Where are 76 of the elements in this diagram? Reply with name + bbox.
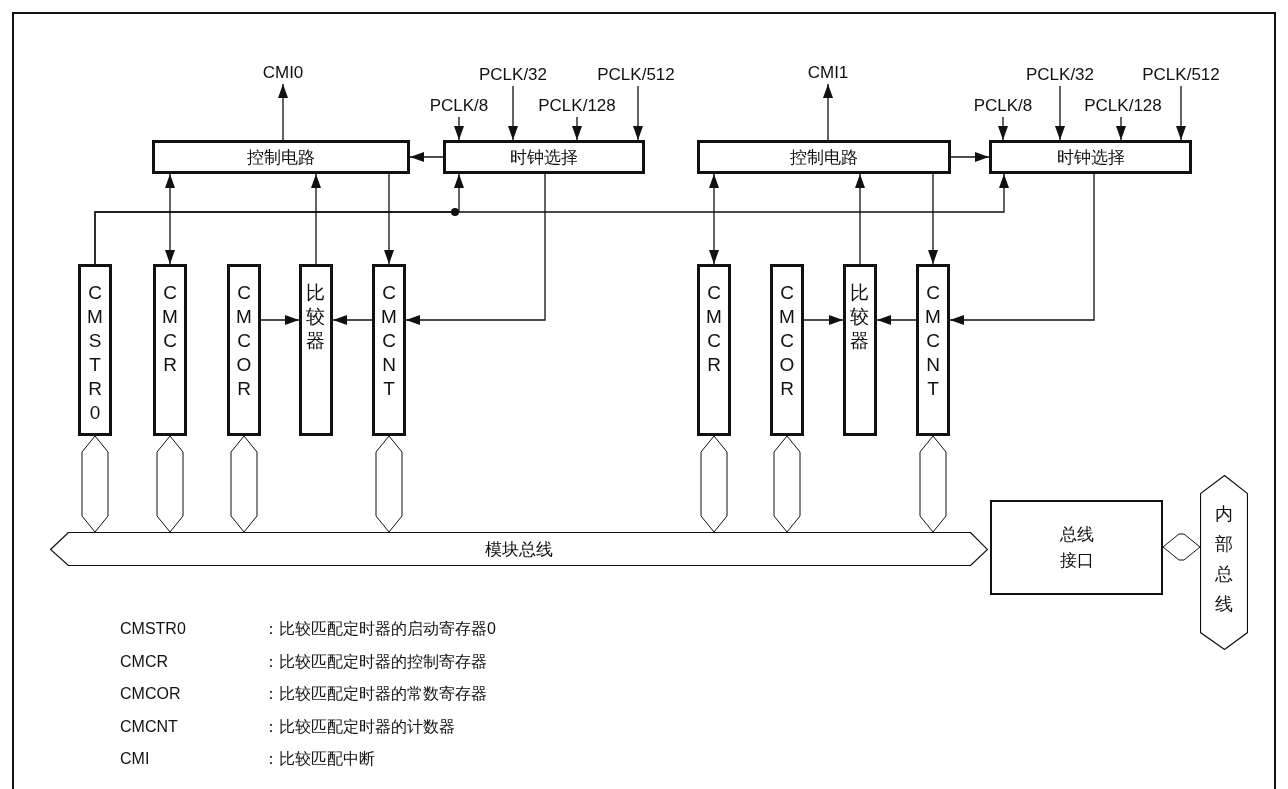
signal-label: PCLK/8 [414, 95, 504, 117]
arrow [928, 173, 938, 265]
arrow [409, 152, 444, 162]
arrow [405, 173, 546, 325]
term-text: CMCOR [120, 684, 181, 704]
block-label: 模块总线 [484, 539, 554, 561]
bus-arrow [156, 435, 184, 533]
definition-text: ：比较匹配定时器的控制寄存器 [263, 651, 487, 672]
bus-arrow [375, 435, 403, 533]
double-arrow [165, 173, 175, 265]
register-box [843, 264, 877, 436]
block-label: CMSTR0 [86, 281, 104, 425]
definition-text: ：比较匹配定时器的启动寄存器0 [263, 619, 496, 639]
bus-arrow [230, 435, 258, 533]
arrow [1055, 85, 1065, 141]
signal-label: PCLK/32 [1013, 64, 1107, 86]
block-box [443, 140, 645, 174]
arrow [454, 116, 464, 141]
arrow [855, 173, 865, 265]
block-label: 总线接口 [1058, 523, 1095, 572]
arrow [508, 85, 518, 141]
signal-label: CMI0 [253, 62, 313, 84]
arrow [260, 315, 300, 325]
bus-arrow [700, 435, 728, 533]
block-label: 时钟选择 [510, 146, 578, 169]
arrow [823, 83, 833, 141]
definition-text: ：比较匹配中断 [263, 749, 375, 769]
arrow [94, 173, 1009, 265]
block-label: CMCNT [924, 281, 942, 401]
block-box [697, 140, 951, 174]
block-label: CMCNT [380, 281, 398, 401]
double-arrow [709, 173, 719, 265]
term-text: CMI [120, 749, 150, 769]
block-label: CMCR [161, 281, 179, 377]
register-box [299, 264, 333, 436]
block-label: 控制电路 [790, 146, 858, 169]
bus-arrow [1162, 533, 1201, 561]
block-label: 比较器 [305, 281, 327, 353]
bus-arrow [773, 435, 801, 533]
definition-text: ：比较匹配定时器的常数寄存器 [263, 684, 487, 704]
arrow [1176, 85, 1186, 141]
arrow [332, 315, 373, 325]
arrow [876, 315, 917, 325]
block-label: CMCOR [778, 281, 796, 401]
signal-label: CMI1 [798, 62, 858, 84]
block-label: 控制电路 [247, 146, 315, 169]
arrow [803, 315, 844, 325]
arrow [572, 116, 582, 141]
block-label: CMCR [705, 281, 723, 377]
signal-label: PCLK/512 [584, 64, 688, 86]
signal-label: PCLK/128 [1071, 95, 1175, 117]
block-box [989, 140, 1192, 174]
term-text: CMCNT [120, 716, 178, 737]
arrow [950, 152, 990, 162]
block-label: 内部总线 [1214, 503, 1234, 616]
block-label: 时钟选择 [1056, 146, 1125, 169]
signal-label: PCLK/32 [466, 64, 560, 86]
arrow [1116, 116, 1126, 141]
arrow [311, 173, 321, 265]
signal-label: PCLK/8 [958, 95, 1048, 117]
arrow [998, 116, 1008, 141]
signal-label: PCLK/512 [1129, 64, 1233, 86]
arrow [633, 85, 643, 141]
arrow [384, 173, 394, 265]
bus-arrow [81, 435, 109, 533]
signal-label: PCLK/128 [525, 95, 629, 117]
block-box [152, 140, 410, 174]
arrow [278, 83, 288, 141]
term-text: CMSTR0 [120, 619, 186, 639]
arrow [949, 173, 1095, 325]
block-label: 比较器 [849, 281, 871, 353]
definition-text: ：比较匹配定时器的计数器 [263, 716, 455, 737]
block-label: CMCOR [235, 281, 253, 401]
interface-box [990, 500, 1163, 595]
term-text: CMCR [120, 651, 168, 672]
bus-arrow [919, 435, 947, 533]
